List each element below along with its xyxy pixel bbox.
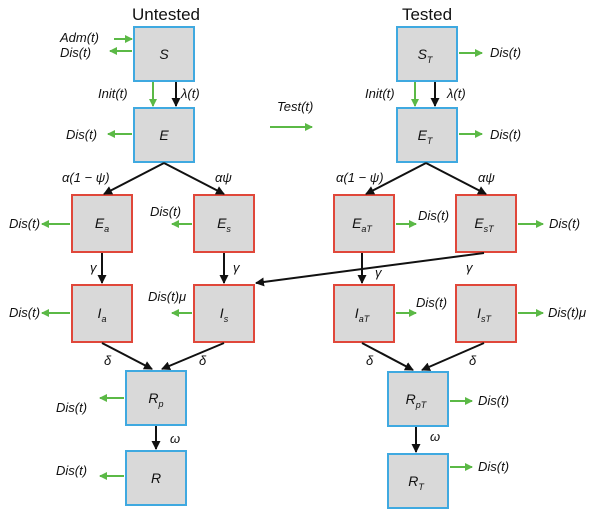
node-label-Rp: Rp bbox=[148, 390, 163, 409]
tested-title: Tested bbox=[402, 5, 452, 24]
node-RT bbox=[387, 453, 449, 509]
node-Ea bbox=[71, 194, 133, 253]
label-init: Init(t) bbox=[98, 86, 128, 101]
label-alpha-psi: αψ bbox=[215, 170, 232, 185]
label-gamma-Es: γ bbox=[233, 260, 241, 275]
node-label-Ea: Ea bbox=[95, 215, 109, 234]
label-delta-IsT: δ bbox=[469, 353, 477, 368]
node-ST bbox=[396, 26, 458, 82]
label-lambda: λ(t) bbox=[180, 86, 200, 101]
label-dis-EaT: Dis(t) bbox=[418, 208, 449, 223]
node-IsT bbox=[455, 284, 517, 343]
arrow-EsT-to-Is bbox=[255, 252, 485, 287]
untested-title: Untested bbox=[132, 5, 200, 24]
label-gamma-EaT: γ bbox=[375, 265, 383, 280]
label-alpha-1-psi: α(1 − ψ) bbox=[62, 170, 110, 185]
label-adm: Adm(t) bbox=[59, 30, 99, 45]
node-label-ET: ET bbox=[418, 127, 434, 146]
label-alpha-1-psi-tested: α(1 − ψ) bbox=[336, 170, 384, 185]
label-dis-mu-Is: Dis(t)μ bbox=[148, 289, 186, 304]
node-label-Es: Es bbox=[217, 215, 231, 234]
node-label-S: S bbox=[159, 46, 169, 62]
label-delta-Is: δ bbox=[199, 353, 207, 368]
node-EsT bbox=[455, 194, 517, 253]
label-dis-Ea: Dis(t) bbox=[9, 216, 40, 231]
label-dis-ET: Dis(t) bbox=[490, 127, 521, 142]
label-gamma-EsT: γ bbox=[466, 260, 474, 275]
node-label-Is: Is bbox=[220, 305, 229, 324]
arrow-E-to-Ea bbox=[103, 162, 165, 195]
label-omega: ω bbox=[170, 431, 180, 446]
node-label-RT: RT bbox=[408, 473, 425, 492]
node-label-Ia: Ia bbox=[98, 305, 107, 324]
node-RpT bbox=[387, 371, 449, 427]
node-label-ST: ST bbox=[418, 46, 434, 65]
label-delta-IaT: δ bbox=[366, 353, 374, 368]
label-dis-R: Dis(t) bbox=[56, 463, 87, 478]
node-Is bbox=[193, 284, 255, 343]
node-Rp bbox=[125, 370, 187, 426]
label-dis-Ia: Dis(t) bbox=[9, 305, 40, 320]
node-label-E: E bbox=[159, 127, 169, 143]
node-label-IsT: IsT bbox=[477, 305, 492, 324]
arrow-E-to-Es bbox=[163, 162, 225, 195]
node-label-EsT: EsT bbox=[474, 215, 495, 234]
label-dis-Es: Dis(t) bbox=[150, 204, 181, 219]
label-delta-Ia: δ bbox=[104, 353, 112, 368]
arrow-ET-to-EsT bbox=[425, 162, 487, 195]
label-dis-RT: Dis(t) bbox=[478, 459, 509, 474]
node-label-EaT: EaT bbox=[352, 215, 373, 234]
label-lambda-tested: λ(t) bbox=[446, 86, 466, 101]
arrow-Ia-to-Rp bbox=[101, 342, 153, 370]
label-dis-EsT: Dis(t) bbox=[549, 216, 580, 231]
node-IaT bbox=[333, 284, 395, 343]
label-dis-Rp: Dis(t) bbox=[56, 400, 87, 415]
label-dis-mu-IsT: Dis(t)μ bbox=[548, 305, 586, 320]
label-dis-IaT: Dis(t) bbox=[416, 295, 447, 310]
label-init-tested: Init(t) bbox=[365, 86, 395, 101]
node-label-RpT: RpT bbox=[406, 391, 428, 410]
node-E bbox=[133, 107, 195, 163]
label-alpha-psi-tested: αψ bbox=[478, 170, 495, 185]
arrow-Is-to-Rp bbox=[161, 342, 225, 371]
label-dis-E: Dis(t) bbox=[66, 127, 97, 142]
label-test: Test(t) bbox=[277, 99, 313, 114]
label-dis-S: Dis(t) bbox=[60, 45, 91, 60]
node-label-IaT: IaT bbox=[355, 305, 371, 324]
node-R bbox=[125, 450, 187, 506]
arrow-IaT-to-RpT bbox=[361, 342, 414, 371]
label-gamma-Ea: γ bbox=[90, 260, 98, 275]
label-dis-RpT: Dis(t) bbox=[478, 393, 509, 408]
node-Ia bbox=[71, 284, 133, 343]
arrow-IsT-to-RpT bbox=[421, 342, 485, 371]
arrow-ET-to-EaT bbox=[365, 162, 427, 195]
node-Es bbox=[193, 194, 255, 253]
node-label-R: R bbox=[151, 470, 161, 486]
label-dis-ST: Dis(t) bbox=[490, 45, 521, 60]
node-EaT bbox=[333, 194, 395, 253]
node-ET bbox=[396, 107, 458, 163]
label-omega-tested: ω bbox=[430, 429, 440, 444]
node-S bbox=[133, 26, 195, 82]
